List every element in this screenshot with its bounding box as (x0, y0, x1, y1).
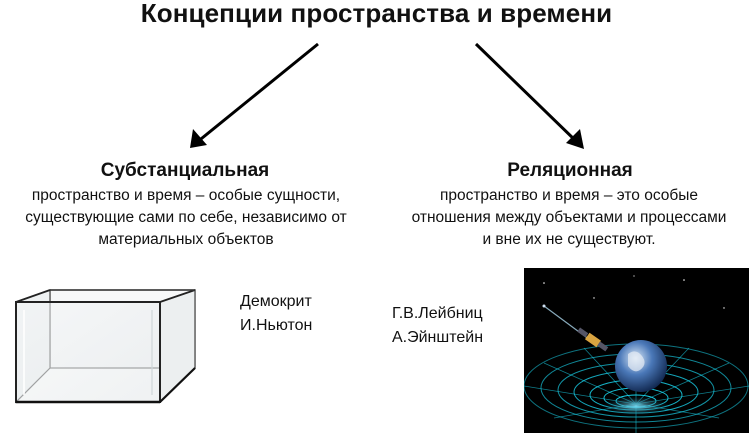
right-description-line: и вне их не существуют. (482, 231, 656, 248)
right-description: пространство и время – это особые отноше… (385, 185, 753, 251)
right-people: Г.В.Лейбниц А.Эйнштейн (392, 302, 483, 350)
right-description-line: отношения между объектами и процессами (411, 209, 727, 226)
left-description-line: материальных объектов (98, 231, 274, 248)
left-heading: Субстанциальная (100, 160, 270, 181)
arrow-left (190, 42, 319, 148)
person-name: Демокрит (240, 293, 312, 310)
left-people: Демокрит И.Ньютон (240, 290, 312, 338)
arrow-right (474, 42, 584, 149)
person-name: Г.В.Лейбниц (392, 305, 483, 322)
person-name: И.Ньютон (240, 317, 313, 334)
right-heading: Реляционная (507, 160, 633, 181)
glass-box-icon (15, 289, 196, 404)
diagram-title: Концепции пространства и времени (140, 0, 613, 28)
person-name: А.Эйнштейн (392, 329, 484, 346)
left-description: пространство и время – особые сущности, … (0, 185, 372, 251)
right-description-line: пространство и время – это особые (439, 187, 699, 204)
spacetime-curvature-icon (524, 268, 749, 433)
left-description-line: существующие сами по себе, независимо от (25, 209, 347, 226)
left-description-line: пространство и время – особые сущности, (31, 187, 341, 204)
